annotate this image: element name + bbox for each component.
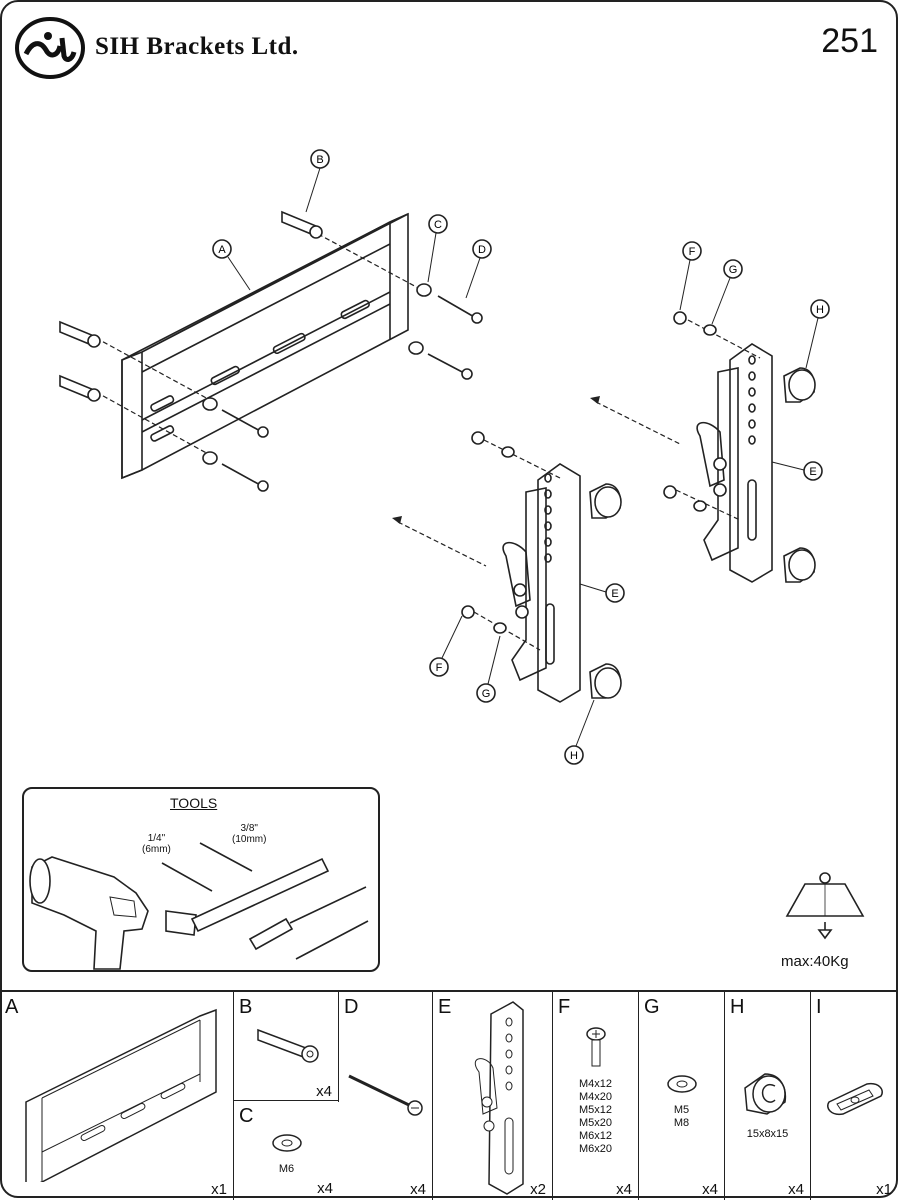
callout-f-left: F: [429, 615, 463, 677]
part-letter: F: [558, 996, 571, 1018]
callout-d: D: [465, 239, 492, 299]
part-qty: x2: [530, 1181, 546, 1198]
part-qty: x4: [616, 1181, 632, 1198]
part-letter: D: [344, 996, 359, 1018]
spacer-icon: [744, 1073, 787, 1115]
part-letter: E: [438, 996, 452, 1018]
callout-e-right: E: [771, 461, 823, 481]
part-e-cell: E x2: [433, 992, 553, 1200]
svg-text:F: F: [436, 662, 443, 674]
callout-c: C: [427, 214, 448, 283]
part-letter: G: [644, 996, 660, 1018]
part-c-cell: C M6 x4: [234, 1100, 339, 1199]
fasteners-drawing: [59, 210, 483, 492]
part-letter: H: [730, 996, 745, 1018]
callout-a: A: [212, 239, 251, 291]
part-letter: B: [239, 996, 253, 1018]
svg-text:H: H: [816, 304, 824, 316]
svg-text:H: H: [570, 750, 578, 762]
tools-drawing: [29, 842, 369, 970]
part-qty: x4: [410, 1181, 426, 1198]
part-qty: x4: [788, 1181, 804, 1198]
callout-h-left: H: [564, 699, 595, 765]
max-load-label: max:40Kg: [781, 953, 849, 970]
machine-screw-icon: [586, 1027, 606, 1067]
wall-plate-drawing: [121, 212, 409, 480]
tools-panel: TOOLS 1/4" (6mm) 3/8" (10mm): [22, 787, 380, 972]
callout-g-right: G: [711, 259, 743, 325]
brand-logo: [15, 17, 85, 79]
part-i-cell: I x1: [811, 992, 898, 1200]
arm-bracket-left-drawing: [392, 431, 622, 703]
svg-text:F: F: [689, 246, 696, 258]
callout-c-label: C: [434, 219, 442, 231]
wood-screw-icon: [348, 1074, 423, 1116]
page-number: 251: [821, 22, 878, 60]
callout-b-label: B: [316, 154, 323, 166]
part-qty: x4: [702, 1181, 718, 1198]
power-drill-icon: [29, 856, 149, 970]
washer-icon: [272, 1134, 302, 1152]
callout-d-label: D: [478, 244, 486, 256]
callout-h-right: H: [805, 299, 830, 369]
wall-anchor-icon: [257, 1028, 319, 1063]
part-letter: C: [239, 1105, 254, 1127]
washer-size: M6: [278, 1163, 295, 1175]
parts-list: A x1 B x4 D x4 E: [0, 990, 898, 1200]
part-qty: x1: [876, 1181, 892, 1198]
part-letter: A: [5, 996, 19, 1018]
arm-bracket-right-drawing: [590, 311, 816, 583]
screwdriver-icon: [248, 886, 369, 960]
tools-title: TOOLS: [170, 795, 218, 811]
part-a-cell: A x1: [0, 992, 234, 1200]
part-letter: I: [816, 996, 822, 1018]
part-qty: x1: [211, 1181, 227, 1198]
svg-text:E: E: [809, 466, 816, 478]
part-d-cell: D x4: [339, 992, 433, 1200]
callout-b: B: [305, 149, 330, 213]
spirit-level-icon: [827, 1082, 883, 1116]
spacer-size: 15x8x15: [746, 1128, 789, 1140]
svg-text:E: E: [611, 588, 618, 600]
drill-bit-icon: [161, 842, 253, 892]
drill-bit-small-label: 1/4" (6mm): [142, 833, 171, 855]
callout-g-left: G: [476, 635, 501, 703]
part-h-cell: H 15x8x15 x4: [725, 992, 811, 1200]
svg-text:G: G: [729, 264, 738, 276]
wall-plate-icon: [25, 1008, 217, 1182]
callout-e-left: E: [579, 583, 625, 603]
drill-bit-large-label: 3/8" (10mm): [232, 823, 267, 845]
callout-a-label: A: [218, 244, 226, 256]
weight-icon: [785, 872, 865, 940]
part-qty: x4: [316, 1083, 332, 1100]
callout-f-right: F: [679, 241, 702, 311]
washer-icon: [667, 1075, 697, 1093]
part-b-cell: B x4: [234, 992, 339, 1102]
hammer-icon: [165, 857, 330, 936]
arm-bracket-icon: [474, 1001, 524, 1195]
brand-name: SIH Brackets Ltd.: [95, 33, 299, 60]
part-qty: x4: [317, 1180, 333, 1197]
svg-text:G: G: [482, 688, 491, 700]
